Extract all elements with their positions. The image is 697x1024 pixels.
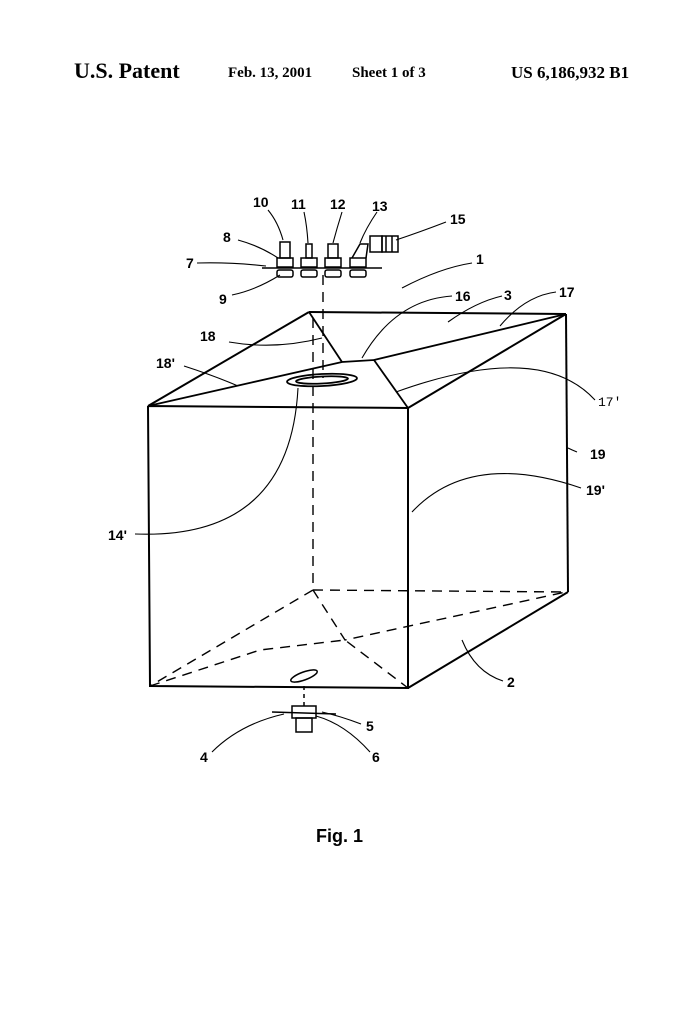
hidden-back-bottom: [313, 590, 566, 592]
leader-16: [362, 296, 452, 358]
label-18-prime: 18': [156, 355, 175, 371]
leader-lines: [135, 210, 595, 752]
top-rim-right: [408, 314, 566, 408]
leader-7: [197, 263, 266, 266]
label-13: 13: [372, 198, 388, 214]
reference-labels: 10 11 12 13 15 8 7 9 1 16 3 17 17' 18 18…: [108, 194, 621, 765]
label-17: 17: [559, 284, 575, 300]
top-right-diagonal: [374, 314, 566, 360]
front-face: [148, 406, 408, 688]
label-9: 9: [219, 291, 227, 307]
label-2: 2: [507, 674, 515, 690]
bottom-fitting: [272, 667, 336, 732]
leader-10: [268, 210, 283, 240]
hidden-left-bottom: [150, 590, 313, 686]
leader-15: [396, 222, 446, 240]
label-3: 3: [504, 287, 512, 303]
outlet-opening: [289, 667, 318, 684]
valve-15: [370, 236, 398, 252]
fitting-12: [325, 244, 341, 277]
label-14-prime: 14': [108, 527, 127, 543]
leader-1: [402, 263, 472, 288]
outlet-spout: [296, 718, 312, 732]
leader-8: [238, 240, 278, 258]
label-17-prime: 17': [598, 395, 621, 410]
leader-5: [322, 712, 361, 724]
label-6: 6: [372, 749, 380, 765]
leader-13: [360, 212, 377, 243]
top-left-diagonal: [309, 312, 342, 362]
figure-caption: Fig. 1: [316, 826, 363, 846]
label-8: 8: [223, 229, 231, 245]
label-1: 1: [476, 251, 484, 267]
top-rim-back: [309, 312, 566, 314]
label-18: 18: [200, 328, 216, 344]
label-11: 11: [291, 196, 306, 212]
leader-19: [568, 448, 577, 452]
right-back-edge: [566, 314, 568, 592]
label-15: 15: [450, 211, 466, 227]
label-19: 19: [590, 446, 606, 462]
leader-12: [333, 212, 342, 243]
leader-2: [462, 640, 503, 681]
label-19-prime: 19': [586, 482, 605, 498]
label-16: 16: [455, 288, 471, 304]
fitting-10: [277, 242, 293, 277]
leader-19p: [412, 474, 581, 512]
label-7: 7: [186, 255, 194, 271]
leader-6: [316, 716, 370, 752]
leader-9: [232, 275, 280, 295]
leader-18: [229, 338, 322, 345]
leader-11: [304, 212, 308, 243]
label-10: 10: [253, 194, 269, 210]
label-4: 4: [200, 749, 208, 765]
leader-14: [135, 388, 298, 534]
label-5: 5: [366, 718, 374, 734]
top-fold-panels: [148, 312, 566, 408]
leader-4: [212, 714, 284, 752]
top-fittings: [262, 236, 398, 277]
fitting-13: [350, 244, 368, 277]
label-12: 12: [330, 196, 346, 212]
leader-17p: [396, 368, 595, 400]
fitting-11: [301, 244, 317, 277]
